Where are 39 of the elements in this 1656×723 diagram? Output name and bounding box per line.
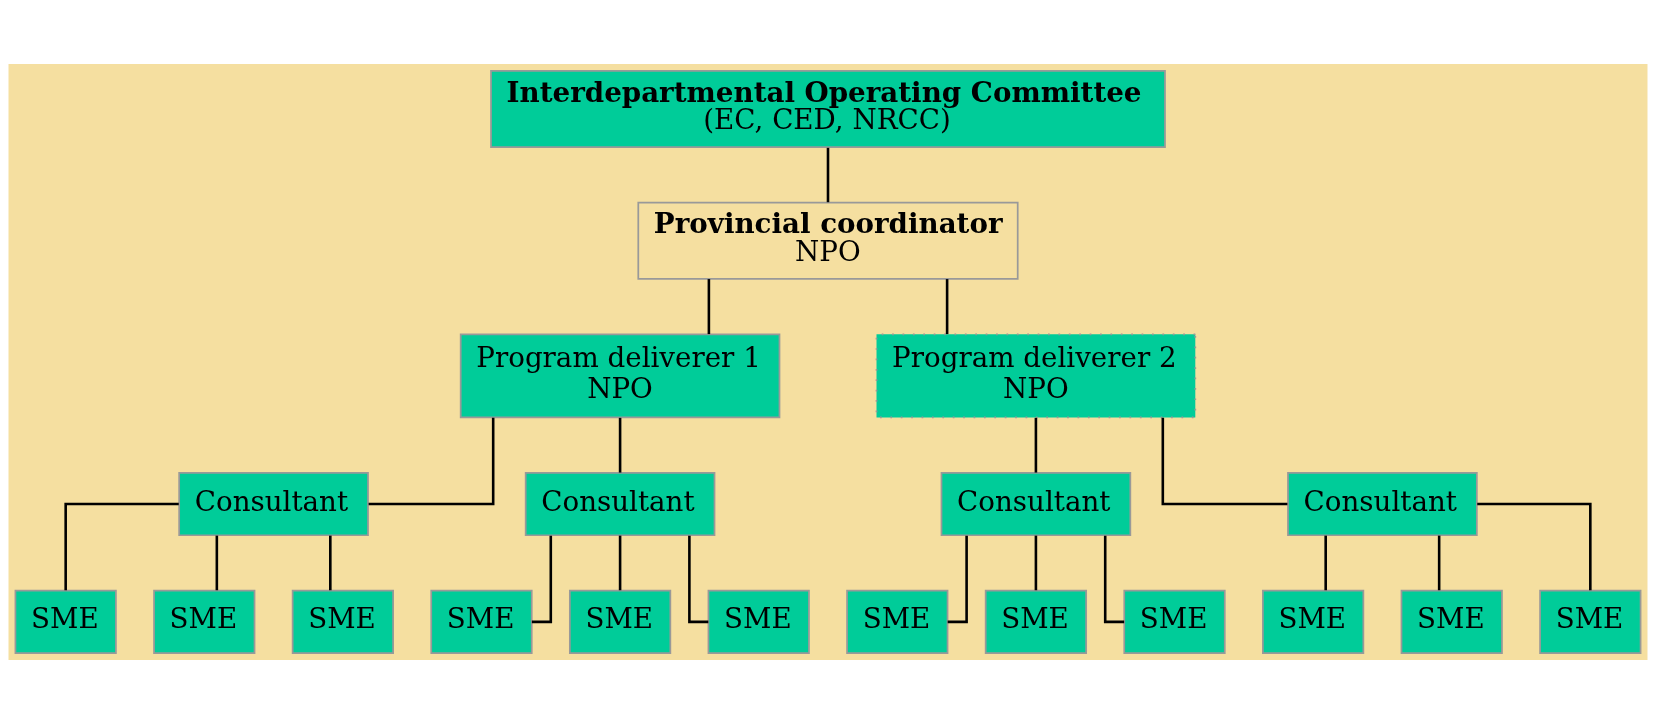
connector	[826, 147, 830, 202]
connector	[688, 535, 709, 623]
node-box: Consultant	[940, 471, 1132, 536]
connector	[1324, 535, 1327, 590]
connector	[618, 417, 622, 473]
node-box: SME	[846, 589, 949, 654]
connector	[618, 535, 622, 590]
connector	[1161, 417, 1288, 505]
node-box: Program deliverer 1 NPO	[459, 332, 781, 418]
connector	[1034, 535, 1038, 590]
node-box: Interdepartmental Operating Committee (EC, CED, NRCC)	[490, 69, 1166, 148]
connector	[531, 535, 553, 623]
node-box: SME	[1400, 589, 1503, 654]
connector	[329, 535, 332, 590]
node-box: SME	[569, 589, 672, 654]
connector	[945, 278, 949, 334]
connector	[1034, 417, 1038, 473]
node-box: Consultant	[524, 471, 716, 536]
connector	[368, 417, 495, 505]
connector	[707, 278, 711, 334]
node-box: SME	[153, 589, 256, 654]
connector	[1437, 535, 1441, 590]
node-box: SME	[984, 589, 1087, 654]
node-box: SME	[1123, 589, 1226, 654]
node-box: SME	[14, 589, 117, 654]
node-box: Program deliverer 2 NPO	[875, 332, 1197, 418]
node-box: SME	[707, 589, 810, 654]
node-box: SME	[1262, 589, 1365, 654]
node-box: Provincial coordinator NPO	[637, 201, 1019, 280]
node-box: SME	[1539, 589, 1642, 654]
node-box: Consultant	[1287, 471, 1478, 536]
connector	[215, 535, 219, 590]
node-box: Consultant	[178, 471, 369, 536]
connector	[64, 502, 179, 590]
node-box: SME	[430, 589, 533, 654]
connector	[1477, 502, 1592, 590]
node-box: SME	[291, 589, 394, 654]
connector	[947, 535, 968, 623]
connector	[1103, 535, 1125, 623]
